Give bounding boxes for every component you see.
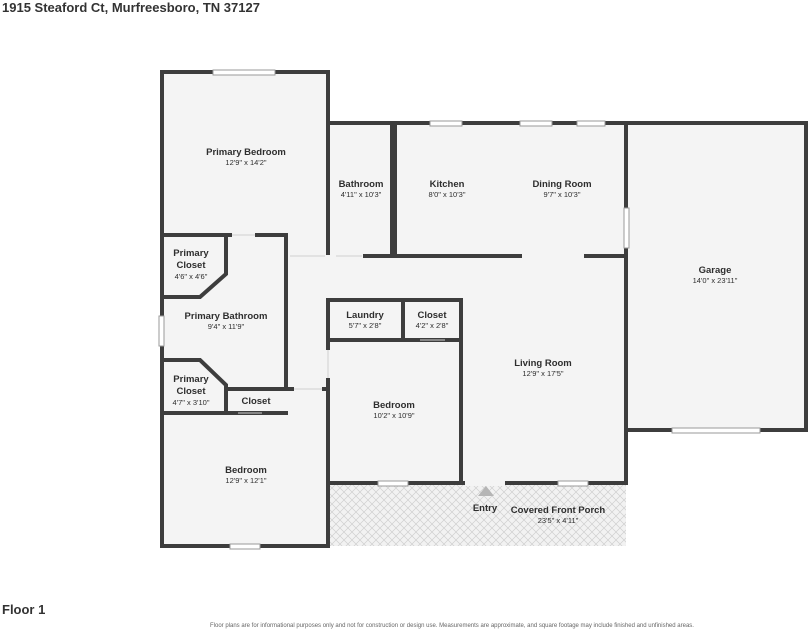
room-floors <box>162 72 806 546</box>
room-name-bedroom-2: Bedroom <box>373 400 415 411</box>
room-name-garage: Garage <box>699 265 732 276</box>
room-dims-garage: 14'0" x 23'11" <box>693 276 738 285</box>
porch-tile-pattern <box>330 483 626 546</box>
room-dims-kitchen: 8'0" x 10'3" <box>429 190 466 199</box>
room-name-bathroom: Bathroom <box>339 179 384 190</box>
room-dims-living-room: 12'9" x 17'5" <box>522 369 563 378</box>
room-name-dining-room: Dining Room <box>532 179 591 190</box>
room-name-primary-closet-2-line1: Primary <box>173 374 209 385</box>
room-name-closet-small: Closet <box>241 396 271 407</box>
room-name-closet: Closet <box>417 310 447 321</box>
room-dims-laundry: 5'7" x 2'8" <box>349 321 382 330</box>
room-dims-bedroom-1: 12'9" x 12'1" <box>225 476 266 485</box>
floor-label: Floor 1 <box>2 602 46 617</box>
door-lines <box>232 234 445 414</box>
room-dims-primary-bedroom: 12'9" x 14'2" <box>225 158 266 167</box>
room-name-living-room: Living Room <box>514 358 572 369</box>
room-name-porch: Covered Front Porch <box>511 505 606 516</box>
room-name-kitchen: Kitchen <box>430 179 465 190</box>
room-dims-dining-room: 9'7" x 10'3" <box>544 190 581 199</box>
windows <box>158 69 761 550</box>
room-name-bedroom-1: Bedroom <box>225 465 267 476</box>
room-name-primary-closet-1-line2: Closet <box>176 260 206 271</box>
room-name-primary-bathroom: Primary Bathroom <box>185 311 268 322</box>
entry-arrow-icon <box>478 486 494 496</box>
room-dims-bedroom-2: 10'2" x 10'9" <box>373 411 414 420</box>
room-name-laundry: Laundry <box>346 310 384 321</box>
room-dims-porch: 23'5" x 4'11" <box>538 516 579 525</box>
room-dims-primary-bathroom: 9'4" x 11'9" <box>208 322 245 331</box>
room-dims-primary-closet-2: 4'7" x 3'10" <box>173 398 210 407</box>
room-dims-closet: 4'2" x 2'8" <box>416 321 449 330</box>
address-title: 1915 Steaford Ct, Murfreesboro, TN 37127 <box>2 0 260 15</box>
disclaimer-text: Floor plans are for informational purpos… <box>210 623 694 629</box>
room-dims-primary-closet-1: 4'6" x 4'6" <box>175 272 208 281</box>
room-dims-bathroom: 4'11" x 10'3" <box>341 190 382 199</box>
room-name-primary-closet-2-line2: Closet <box>176 386 206 397</box>
room-name-primary-closet-1-line1: Primary <box>173 248 209 259</box>
room-name-primary-bedroom: Primary Bedroom <box>206 147 286 158</box>
entry-label: Entry <box>473 503 498 514</box>
